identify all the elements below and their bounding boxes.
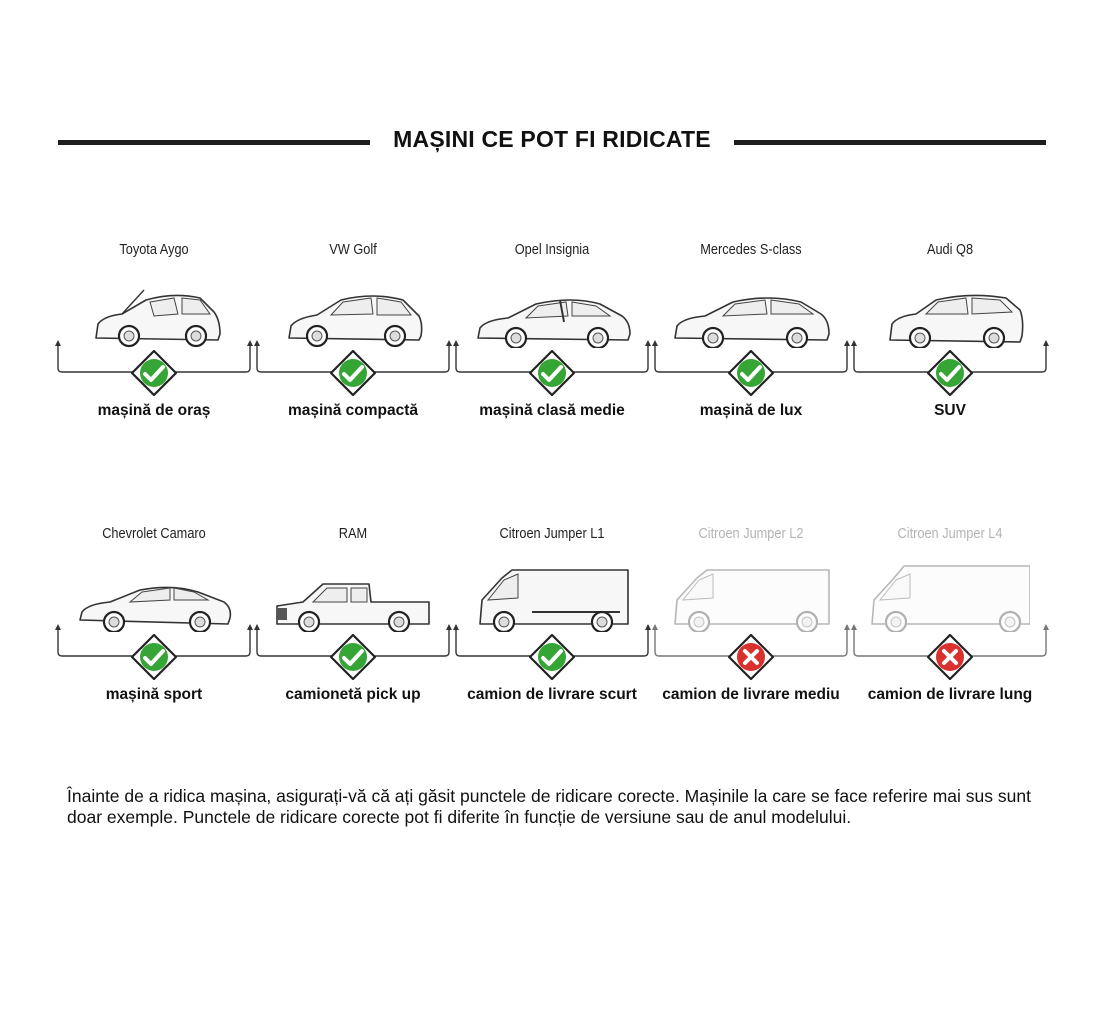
vehicle-model: Citroen Jumper L4	[897, 526, 1003, 542]
vehicle-model: Chevrolet Camaro	[102, 526, 206, 542]
vehicle-model: Opel Insignia	[514, 242, 590, 258]
vehicle-model: RAM	[338, 526, 368, 542]
vehicle-category: mașină de oraș	[97, 402, 211, 419]
vehicle-card: VW Golf mașină compactă	[253, 230, 453, 430]
vehicle-card: Toyota Aygo mașină de oraș	[54, 230, 254, 430]
vehicle-model: Mercedes S-class	[700, 242, 802, 258]
suv-icon	[889, 294, 1024, 348]
pickup-icon	[276, 583, 430, 632]
vehicle-category: camionetă pick up	[285, 686, 421, 703]
vehicle-card: Citroen Jumper L4 camion de livrare lung	[850, 514, 1050, 714]
cross-icon	[728, 634, 774, 680]
vehicle-category: mașină sport	[105, 686, 203, 703]
vehicle-model: Citroen Jumper L2	[698, 526, 804, 542]
vehicle-card: Mercedes S-class mașină de lux	[651, 230, 851, 430]
vehicle-category: mașină clasă medie	[479, 402, 625, 419]
sedan-icon	[674, 297, 830, 348]
vehicle-model: Citroen Jumper L1	[499, 526, 605, 542]
vehicle-category: mașină compactă	[287, 402, 419, 419]
hatchback-icon	[288, 295, 423, 348]
vehicle-card: Citroen Jumper L2 camion de livrare medi…	[651, 514, 851, 714]
van-long-icon	[871, 565, 1030, 632]
check-icon	[728, 350, 774, 396]
page-title: MAȘINI CE POT FI RIDICATE	[393, 126, 711, 152]
hatch-open-hood-icon	[95, 289, 221, 348]
check-icon	[927, 350, 973, 396]
vehicle-model: Toyota Aygo	[119, 242, 189, 258]
van-medium-icon	[674, 569, 830, 632]
check-icon	[330, 350, 376, 396]
vehicle-card: Audi Q8 SUV	[850, 230, 1050, 430]
vehicle-category: camion de livrare mediu	[662, 686, 840, 703]
disclaimer-note: Înainte de a ridica mașina, asigurați-vă…	[67, 786, 1031, 827]
vehicle-card: RAM camionetă pick up	[253, 514, 453, 714]
van-short-icon	[479, 569, 629, 632]
vehicle-card: Citroen Jumper L1 camion de livrare scur…	[452, 514, 652, 714]
title-row: MAȘINI CE POT FI RIDICATE	[58, 122, 1046, 162]
vehicle-model: VW Golf	[329, 242, 377, 258]
check-icon	[131, 634, 177, 680]
vehicle-category: SUV	[934, 402, 966, 419]
vehicle-category: camion de livrare lung	[867, 686, 1033, 703]
vehicle-card: Opel Insignia mașină clasă medie	[452, 230, 652, 430]
vehicle-category: mașină de lux	[699, 402, 803, 419]
check-icon	[529, 350, 575, 396]
title-rule-left	[58, 140, 370, 145]
check-icon	[529, 634, 575, 680]
check-icon	[131, 350, 177, 396]
check-icon	[330, 634, 376, 680]
vehicle-category: camion de livrare scurt	[467, 686, 637, 703]
vehicle-model: Audi Q8	[926, 242, 974, 258]
title-rule-right	[734, 140, 1046, 145]
sedan-open-door-icon	[477, 299, 631, 348]
vehicle-card: Chevrolet Camaro mașină sport	[54, 514, 254, 714]
coupe-icon	[79, 586, 232, 632]
cross-icon	[927, 634, 973, 680]
